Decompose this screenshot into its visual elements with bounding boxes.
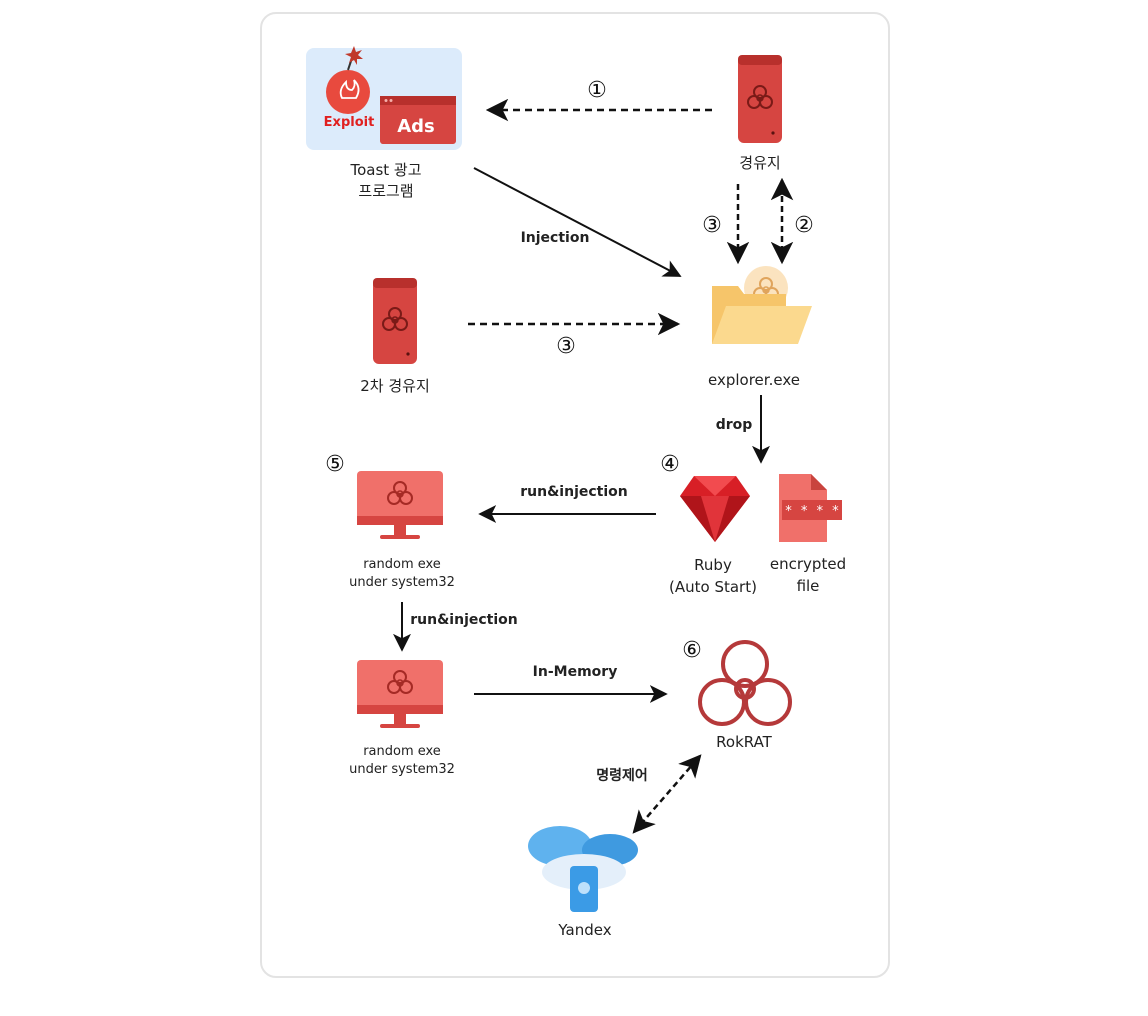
- yandex-cloud-icon: [528, 826, 638, 912]
- bomb-icon: [326, 70, 370, 114]
- in-memory-label: In-Memory: [533, 664, 618, 680]
- step-1-marker: ①: [587, 78, 607, 103]
- random-exe-2-line1: random exe: [363, 744, 441, 759]
- ruby-gem-icon: [680, 476, 750, 542]
- step-2-marker: ②: [794, 213, 814, 238]
- step-4-marker: ④: [660, 452, 680, 477]
- encrypted-file-icon: * * * *: [779, 474, 842, 542]
- ads-label: Ads: [397, 116, 435, 137]
- step-3b-marker: ③: [556, 334, 576, 359]
- ruby-label-line2: (Auto Start): [669, 578, 757, 596]
- encrypted-file-label-line2: file: [797, 577, 820, 595]
- run-injection-label-2: run&injection: [410, 612, 517, 628]
- edge-toast-to-explorer: [473, 167, 682, 277]
- step-3a-marker: ③: [702, 213, 722, 238]
- command-control-label: 명령제어: [596, 767, 648, 784]
- exploit-label: Exploit: [324, 115, 375, 130]
- flame-icon: [339, 79, 360, 99]
- toast-label-line2: 프로그램: [358, 182, 413, 200]
- random-exe-1-line2: under system32: [349, 575, 455, 590]
- spark-icon: [345, 46, 363, 65]
- yandex-label: Yandex: [557, 921, 611, 939]
- explorer-folder-icon: [712, 266, 812, 344]
- secondary-relay-label: 2차 경유지: [360, 377, 430, 395]
- run-injection-label-1: run&injection: [520, 484, 627, 500]
- rokrat-biohazard-icon: [698, 640, 792, 726]
- relay-label: 경유지: [739, 154, 780, 172]
- random-exe-monitor-icon-1: [357, 471, 443, 539]
- ruby-label-line1: Ruby: [694, 556, 732, 574]
- step-6-marker: ⑥: [682, 638, 702, 663]
- relay-server-icon: [738, 55, 782, 143]
- toast-label-line1: Toast 광고: [349, 161, 421, 179]
- injection-label: Injection: [521, 230, 590, 246]
- random-exe-1-line1: random exe: [363, 557, 441, 572]
- svg-text:* * * *: * * * *: [785, 504, 840, 519]
- edge-rokrat-yandex-c2: [632, 754, 702, 834]
- random-exe-2-line2: under system32: [349, 762, 455, 777]
- random-exe-monitor-icon-2: [357, 660, 443, 728]
- ads-window: [380, 96, 456, 144]
- step-5-marker: ⑤: [325, 452, 345, 477]
- encrypted-file-label-line1: encrypted: [770, 555, 846, 573]
- secondary-relay-icon: [373, 278, 417, 364]
- rokrat-label: RokRAT: [716, 733, 773, 751]
- explorer-label: explorer.exe: [708, 371, 800, 389]
- drop-label: drop: [716, 417, 753, 433]
- toast-ad-program-icon: [306, 46, 462, 150]
